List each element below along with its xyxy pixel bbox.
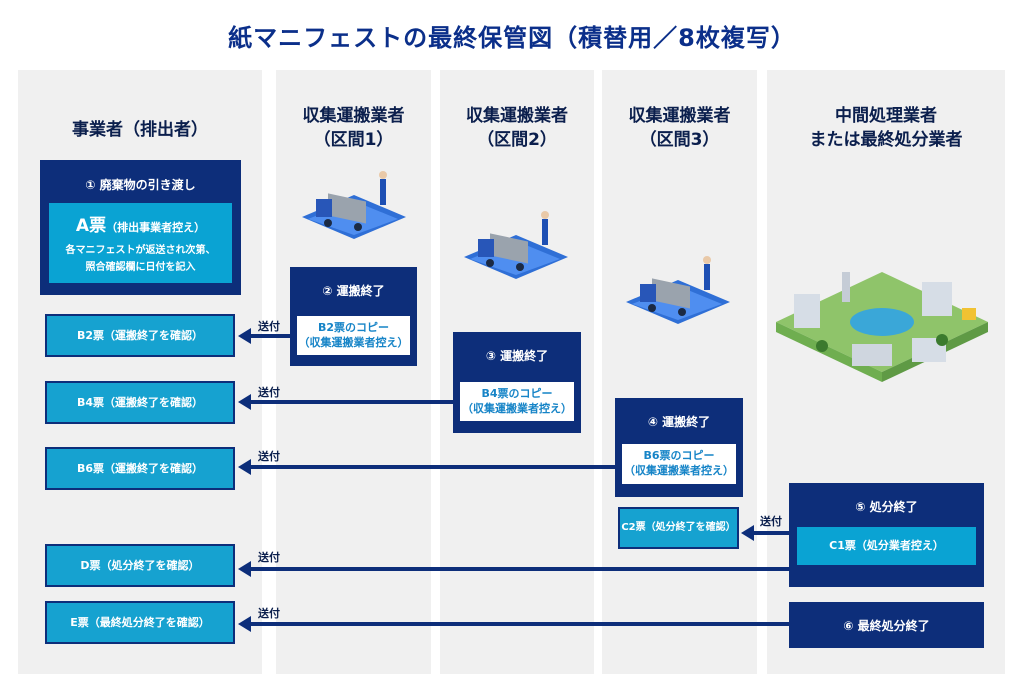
column-header-line2: または最終処分業者 [809, 130, 963, 150]
ticket-a-note: （排出事業者控え） [106, 221, 206, 234]
send-label-b2: 送付 [258, 320, 280, 333]
truck-illustration-3 [626, 256, 730, 324]
ticket-c2: C2票（処分終了を確認） [618, 507, 739, 549]
truck-illustration-1 [302, 171, 406, 239]
column-header-line1: 収集運搬業者 [628, 106, 731, 126]
step3-copy-line1: B4票のコピー [481, 387, 553, 400]
step3-copy-line2: （収集運搬業者控え） [462, 402, 572, 415]
step2-box: ② 運搬終了 B2票のコピー （収集運搬業者控え） [290, 267, 417, 366]
column-header-transport-2: 収集運搬業者 （区間2） [440, 104, 594, 152]
page-title: 紙マニフェストの最終保管図（積替用／8枚複写） [228, 24, 796, 52]
step5-title: ⑤ 処分終了 [855, 500, 918, 514]
send-label-b4: 送付 [258, 386, 280, 399]
arrow-d [238, 561, 789, 577]
step1-title: ① 廃棄物の引き渡し [85, 178, 196, 192]
step2-title: ② 運搬終了 [322, 284, 385, 298]
step4-title: ④ 運搬終了 [647, 415, 711, 429]
ticket-a-desc-line1: 各マニフェストが返送され次第、 [65, 245, 216, 256]
ticket-b2: B2票（運搬終了を確認） [45, 314, 235, 357]
column-header-line1: 収集運搬業者 [466, 106, 568, 126]
step4-copy-line2: （収集運搬業者控え） [624, 464, 734, 477]
ticket-a-title: A票（排出事業者控え） [49, 211, 232, 236]
ticket-d: D票（処分終了を確認） [45, 544, 235, 587]
arrow-c2 [741, 525, 789, 541]
send-label-e: 送付 [258, 607, 280, 620]
step6-box: ⑥ 最終処分終了 [789, 602, 984, 648]
arrow-e [238, 616, 789, 632]
step3-copy: B4票のコピー （収集運搬業者控え） [460, 382, 574, 421]
step3-title: ③ 運搬終了 [485, 349, 549, 363]
column-header-discharger: 事業者（排出者） [72, 120, 208, 140]
arrow-b4 [238, 394, 453, 410]
step6-title: ⑥ 最終処分終了 [843, 619, 930, 633]
step1-box: ① 廃棄物の引き渡し A票（排出事業者控え） 各マニフェストが返送され次第、 照… [40, 160, 241, 295]
send-label-b6: 送付 [258, 450, 280, 463]
column-transport-1: 収集運搬業者 （区間1） [276, 70, 431, 674]
column-header-transport-3: 収集運搬業者 （区間3） [602, 104, 757, 152]
column-header-line2: （区間3） [639, 130, 720, 150]
ticket-a: A票（排出事業者控え） 各マニフェストが返送され次第、 照合確認欄に日付を記入 [49, 203, 232, 283]
step3-box: ③ 運搬終了 B4票のコピー （収集運搬業者控え） [453, 332, 581, 433]
column-header-line2: （区間2） [477, 130, 557, 150]
ticket-e: E票（最終処分終了を確認） [45, 601, 235, 644]
step5-box: ⑤ 処分終了 C1票（処分業者控え） [789, 483, 984, 587]
step2-copy-line1: B2票のコピー [317, 321, 390, 334]
column-transport-3: 収集運搬業者 （区間3） [602, 70, 757, 674]
ticket-a-label: A票 [75, 216, 107, 236]
arrow-b6 [238, 459, 615, 475]
step2-copy-line2: （収集運搬業者控え） [298, 336, 409, 349]
ticket-c1: C1票（処分業者控え） [797, 527, 976, 565]
send-label-c2: 送付 [760, 515, 782, 528]
column-header-disposal: 中間処理業者 または最終処分業者 [767, 104, 1005, 152]
facility-illustration [776, 272, 988, 382]
truck-illustration-2 [464, 211, 568, 279]
column-header-transport-1: 収集運搬業者 （区間1） [276, 104, 431, 152]
step4-copy-line1: B6票のコピー [643, 449, 715, 462]
arrow-b2 [238, 328, 290, 344]
step4-box: ④ 運搬終了 B6票のコピー （収集運搬業者控え） [615, 398, 743, 497]
ticket-b6: B6票（運搬終了を確認） [45, 447, 235, 490]
column-header-line1: 収集運搬業者 [302, 106, 405, 126]
ticket-b4: B4票（運搬終了を確認） [45, 381, 235, 424]
step4-copy: B6票のコピー （収集運搬業者控え） [622, 444, 736, 484]
ticket-a-desc-line2: 照合確認欄に日付を記入 [85, 262, 196, 273]
step2-copy: B2票のコピー （収集運搬業者控え） [297, 316, 410, 355]
column-header-line1: 中間処理業者 [835, 106, 937, 126]
column-header-line2: （区間1） [313, 130, 394, 150]
send-label-d: 送付 [258, 551, 280, 564]
